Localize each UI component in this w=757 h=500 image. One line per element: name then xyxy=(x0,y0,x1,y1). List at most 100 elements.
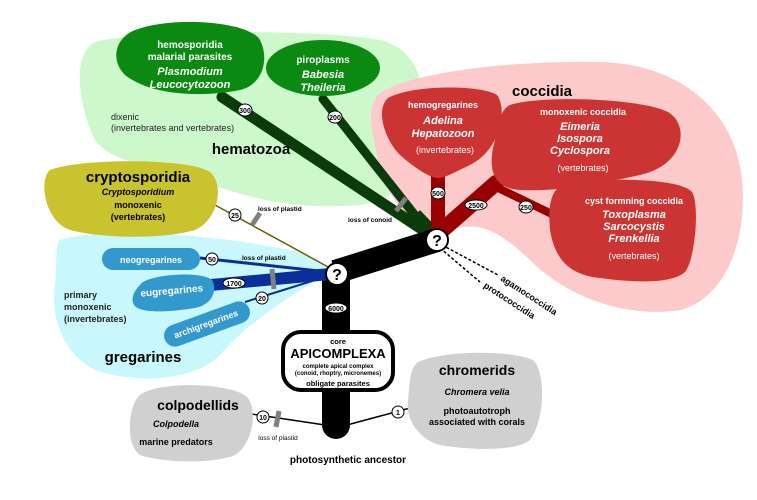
core-line-2: complete apical complex xyxy=(302,364,374,370)
svg-text:200: 200 xyxy=(329,115,341,122)
svg-text:6000: 6000 xyxy=(328,306,344,313)
cryptosporidia-line-1: monoxenic xyxy=(114,200,162,210)
genus-plasmodium: Plasmodium xyxy=(157,66,223,78)
svg-text:500: 500 xyxy=(432,191,444,198)
hemosporidia-label-1: hemosporidia xyxy=(157,40,223,51)
gregarines-note-3: (invertebrates) xyxy=(64,314,127,324)
svg-text:20: 20 xyxy=(258,296,266,303)
genus-toxoplasma: Toxoplasma xyxy=(602,209,666,221)
svg-text:1: 1 xyxy=(396,410,400,417)
gregarine-loss-of-plastid-label: loss of plastid xyxy=(242,255,286,262)
loss-of-conoid-marker xyxy=(394,196,408,213)
count-badge-core: 6000 xyxy=(324,302,348,314)
monoxenic-host: (vertebrates) xyxy=(557,163,608,173)
hemogregarines-host: (invertebrates) xyxy=(416,145,474,155)
colpodellids-node xyxy=(129,385,253,462)
hemosporidia-branch xyxy=(216,91,426,234)
crypto-loss-of-plastid-label: loss of plastid xyxy=(258,206,302,213)
root-trunk xyxy=(322,385,350,439)
genus-theileria: Theileria xyxy=(300,82,345,94)
count-badge-eugregarines: 1700 xyxy=(222,277,246,289)
loss-of-conoid-label: loss of conoid xyxy=(348,217,392,224)
crypto-loss-of-plastid-marker xyxy=(249,211,263,227)
monoxenic-coccidia-label: monoxenic coccidia xyxy=(540,107,627,117)
count-badge-piroplasms: 200 xyxy=(327,110,343,124)
count-badge-cyst-forming: 250 xyxy=(518,200,534,214)
count-badge-monoxenic-coccidia: 2500 xyxy=(464,199,488,211)
count-badge-cryptosporidia: 25 xyxy=(228,208,242,222)
protococcidia-dashed-line xyxy=(439,247,481,283)
gregarines-note-2: monoxenic xyxy=(64,302,112,312)
piroplasms-label: piroplasms xyxy=(296,55,350,66)
count-badge-archigregarines: 20 xyxy=(255,291,269,305)
svg-text:50: 50 xyxy=(208,257,216,264)
colpodellids-title: colpodellids xyxy=(157,397,239,413)
colpodellid-loss-of-plastid-label: loss of plastid xyxy=(258,435,298,442)
cryptosporidia-line-2: (vertebrates) xyxy=(111,212,166,222)
count-badge-neogregarines: 50 xyxy=(205,252,219,266)
hematozoa-title: hematozoa xyxy=(212,141,291,158)
count-badge-hemogregarines: 500 xyxy=(430,186,446,200)
colpodellids-line-1: marine predators xyxy=(139,437,213,447)
hematozoa-note-1: dixenic xyxy=(111,112,140,122)
colpodellid-loss-of-plastid-marker xyxy=(273,410,282,428)
svg-text:250: 250 xyxy=(520,205,532,212)
svg-text:25: 25 xyxy=(231,213,239,220)
core-to-coccidia-trunk xyxy=(331,228,441,284)
svg-text:300: 300 xyxy=(239,108,251,115)
core-label: core xyxy=(330,337,346,346)
core-apicomplexa-box xyxy=(281,330,395,392)
hemosporidia-node xyxy=(116,21,265,95)
coccidia-hematozoa-split-node xyxy=(425,228,449,252)
cryptosporidia-node xyxy=(44,161,218,237)
gregarines-note-1: primary xyxy=(64,290,97,300)
cyst-forming-host: (vertebrates) xyxy=(608,251,659,261)
chromerids-title: chromerids xyxy=(439,362,515,378)
neogregarines-label: neogregarines xyxy=(120,255,182,265)
eugregarines-label: eugregarines xyxy=(140,283,204,299)
chromerids-line-2: associated with corals xyxy=(429,417,525,427)
archigregarines-node xyxy=(164,301,250,347)
gregarines-title: gregarines xyxy=(105,349,182,366)
chromerids-line-1: photoautotroph xyxy=(444,406,511,416)
hemogregarines-label: hemogregarines xyxy=(408,100,478,110)
hemosporidia-label-2: malarial parasites xyxy=(148,52,233,63)
chromerids-node xyxy=(407,352,543,449)
genus-sarcocystis: Sarcocystis xyxy=(603,221,665,233)
genus-leucocytozoon: Leucocytozoon xyxy=(150,79,231,91)
genus-adelina: Adelina xyxy=(422,115,463,127)
coccidia-title: coccidia xyxy=(512,83,573,100)
unknown-mark-2: ? xyxy=(332,267,342,284)
core-line-3: (conoid, rhoptry, micronemes) xyxy=(295,371,381,377)
genus-isospora: Isospora xyxy=(557,133,603,145)
agamococcidia-dashed-line xyxy=(441,244,499,276)
genus-frenkellia: Frenkellia xyxy=(608,233,659,245)
cyst-forming-label: cyst formning coccidia xyxy=(585,196,684,206)
unknown-mark-1: ? xyxy=(432,233,442,250)
apicomplexa-title: APICOMPLEXA xyxy=(290,346,386,361)
genus-hepatozoon: Hepatozoon xyxy=(412,128,475,140)
genus-babesia: Babesia xyxy=(302,69,344,81)
svg-text:10: 10 xyxy=(259,415,267,422)
count-badge-colpodellids: 10 xyxy=(256,410,270,424)
piroplasms-node xyxy=(266,40,380,96)
gregarine-loss-of-plastid-marker xyxy=(269,268,277,290)
cryptosporidia-title: cryptosporidia xyxy=(86,169,191,186)
core-split-node xyxy=(325,262,349,286)
core-line-4: obligate parasites xyxy=(306,379,370,388)
count-badge-chromerids: 1 xyxy=(391,405,405,419)
hemogregarines-node xyxy=(381,87,502,178)
cyst-forming-coccidia-node xyxy=(549,179,696,282)
genus-colpodella: Colpodella xyxy=(153,419,199,429)
genus-eimeria: Eimeria xyxy=(560,121,600,133)
genus-cryptosporidium: Cryptosporidium xyxy=(102,187,175,197)
neogregarines-branch xyxy=(199,256,329,274)
eugregarines-node xyxy=(132,274,215,312)
count-badge-hemosporidia: 300 xyxy=(237,103,253,117)
svg-text:2500: 2500 xyxy=(468,203,484,210)
monoxenic-coccidia-node xyxy=(491,99,681,191)
hematozoa-note-2: (invertebrates and vertebrates) xyxy=(111,123,234,133)
photosynthetic-ancestor-label: photosynthetic ancestor xyxy=(290,455,406,466)
svg-text:1700: 1700 xyxy=(226,281,242,288)
